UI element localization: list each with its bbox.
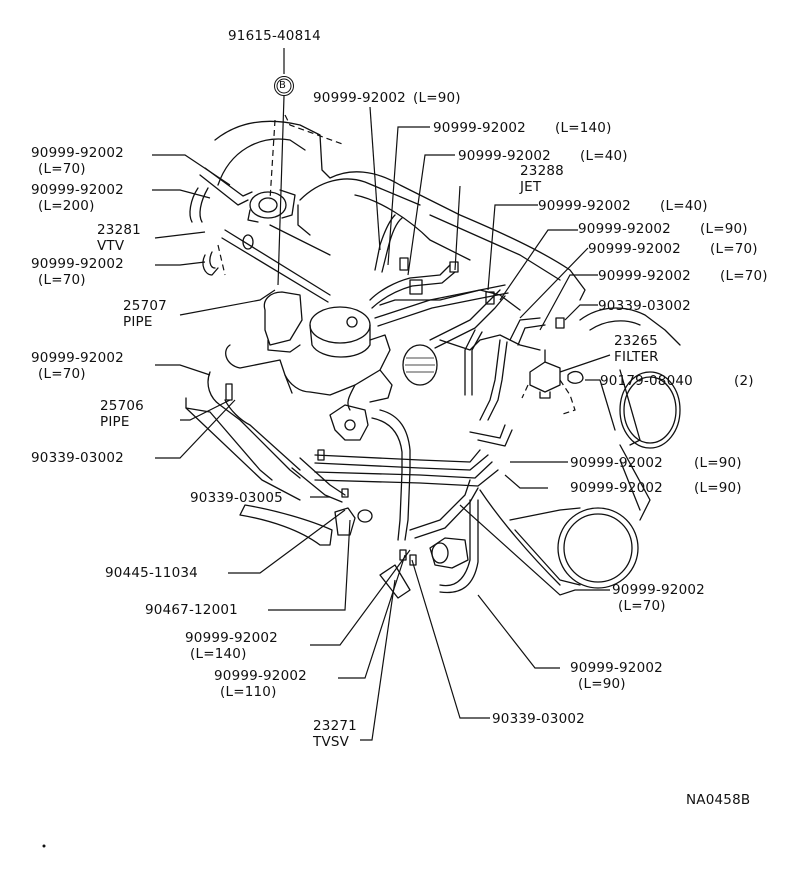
label-hose-top-l90-number: 90999-92002: [313, 90, 406, 106]
label-hose-left-l200-length: (L=200): [38, 198, 95, 214]
label-hose-right-l90a-number: 90999-92002: [578, 221, 671, 237]
label-91615-40814: 91615-40814: [228, 28, 321, 44]
label-25707-name: PIPE: [123, 314, 153, 330]
phantom-lines: [217, 114, 576, 416]
label-hose-left-l200-number: 90999-92002: [31, 182, 124, 198]
engine-block-outline: [185, 120, 681, 599]
label-hose-top-l140-number: 90999-92002: [433, 120, 526, 136]
label-hose-top-l40-number: 90999-92002: [458, 148, 551, 164]
label-hose-right-l70a-number: 90999-92002: [588, 241, 681, 257]
label-25706-number: 25706: [100, 398, 144, 414]
leader-lines: [152, 48, 611, 741]
label-90339-03005: 90339-03005: [190, 490, 283, 506]
label-25706-name: PIPE: [100, 414, 130, 430]
label-23265-number: 23265: [614, 333, 658, 349]
label-90445-11034: 90445-11034: [105, 565, 198, 581]
label-hose-right-l90b-length: (L=90): [694, 455, 742, 471]
label-23265-name: FILTER: [614, 349, 659, 365]
label-23281-name: VTV: [97, 238, 125, 254]
speck: [42, 844, 46, 848]
reference-marker-b: [274, 76, 294, 96]
label-hose-top-l90-length: (L=90): [413, 90, 461, 106]
label-23271-name: TVSV: [313, 734, 350, 750]
label-90339-03002-bottom: 90339-03002: [492, 711, 585, 727]
label-hose-left-l70b-length: (L=70): [38, 272, 86, 288]
label-hose-right-l40-number: 90999-92002: [538, 198, 631, 214]
label-hose-right-l90b-number: 90999-92002: [570, 455, 663, 471]
label-hose-bottom-l140-length: (L=140): [190, 646, 247, 662]
label-90339-03002-right: 90339-03002: [598, 298, 691, 314]
label-23271-number: 23271: [313, 718, 357, 734]
label-hose-right-l70c-length: (L=70): [618, 598, 666, 614]
label-hose-bottom-l140-number: 90999-92002: [185, 630, 278, 646]
label-hose-right-l70b-number: 90999-92002: [598, 268, 691, 284]
label-hose-right-l90c-number: 90999-92002: [570, 480, 663, 496]
label-25707-number: 25707: [123, 298, 167, 314]
label-hose-bottom-l90-number: 90999-92002: [570, 660, 663, 676]
label-hose-bottom-l110-length: (L=110): [220, 684, 277, 700]
label-23288-number: 23288: [520, 163, 564, 179]
label-hose-bottom-l90-length: (L=90): [578, 676, 626, 692]
label-23281-number: 23281: [97, 222, 141, 238]
label-hose-left-l70a-length: (L=70): [38, 161, 86, 177]
diagram-code: NA0458B: [686, 792, 751, 808]
label-hose-left-l70c-length: (L=70): [38, 366, 86, 382]
label-hose-top-l140-length: (L=140): [555, 120, 612, 136]
label-hose-right-l90a-length: (L=90): [700, 221, 748, 237]
vacuum-hoses: [189, 167, 565, 594]
label-hose-bottom-l110-number: 90999-92002: [214, 668, 307, 684]
label-23288-name: JET: [520, 179, 542, 195]
label-hose-right-l70c-number: 90999-92002: [612, 582, 705, 598]
label-hose-left-l70a-number: 90999-92002: [31, 145, 124, 161]
label-90339-03002-left: 90339-03002: [31, 450, 124, 466]
label-hose-right-l90c-length: (L=90): [694, 480, 742, 496]
label-90467-12001: 90467-12001: [145, 602, 238, 618]
label-hose-left-l70b-number: 90999-92002: [31, 256, 124, 272]
label-90179-08040-qty: (2): [734, 373, 754, 389]
label-hose-right-l70a-length: (L=70): [710, 241, 758, 257]
label-hose-right-l70b-length: (L=70): [720, 268, 768, 284]
label-hose-top-l40-length: (L=40): [580, 148, 628, 164]
label-90179-08040-number: 90179-08040: [600, 373, 693, 389]
label-hose-left-l70c-number: 90999-92002: [31, 350, 124, 366]
label-hose-right-l40-length: (L=40): [660, 198, 708, 214]
marker-b-letter: B: [279, 80, 287, 91]
